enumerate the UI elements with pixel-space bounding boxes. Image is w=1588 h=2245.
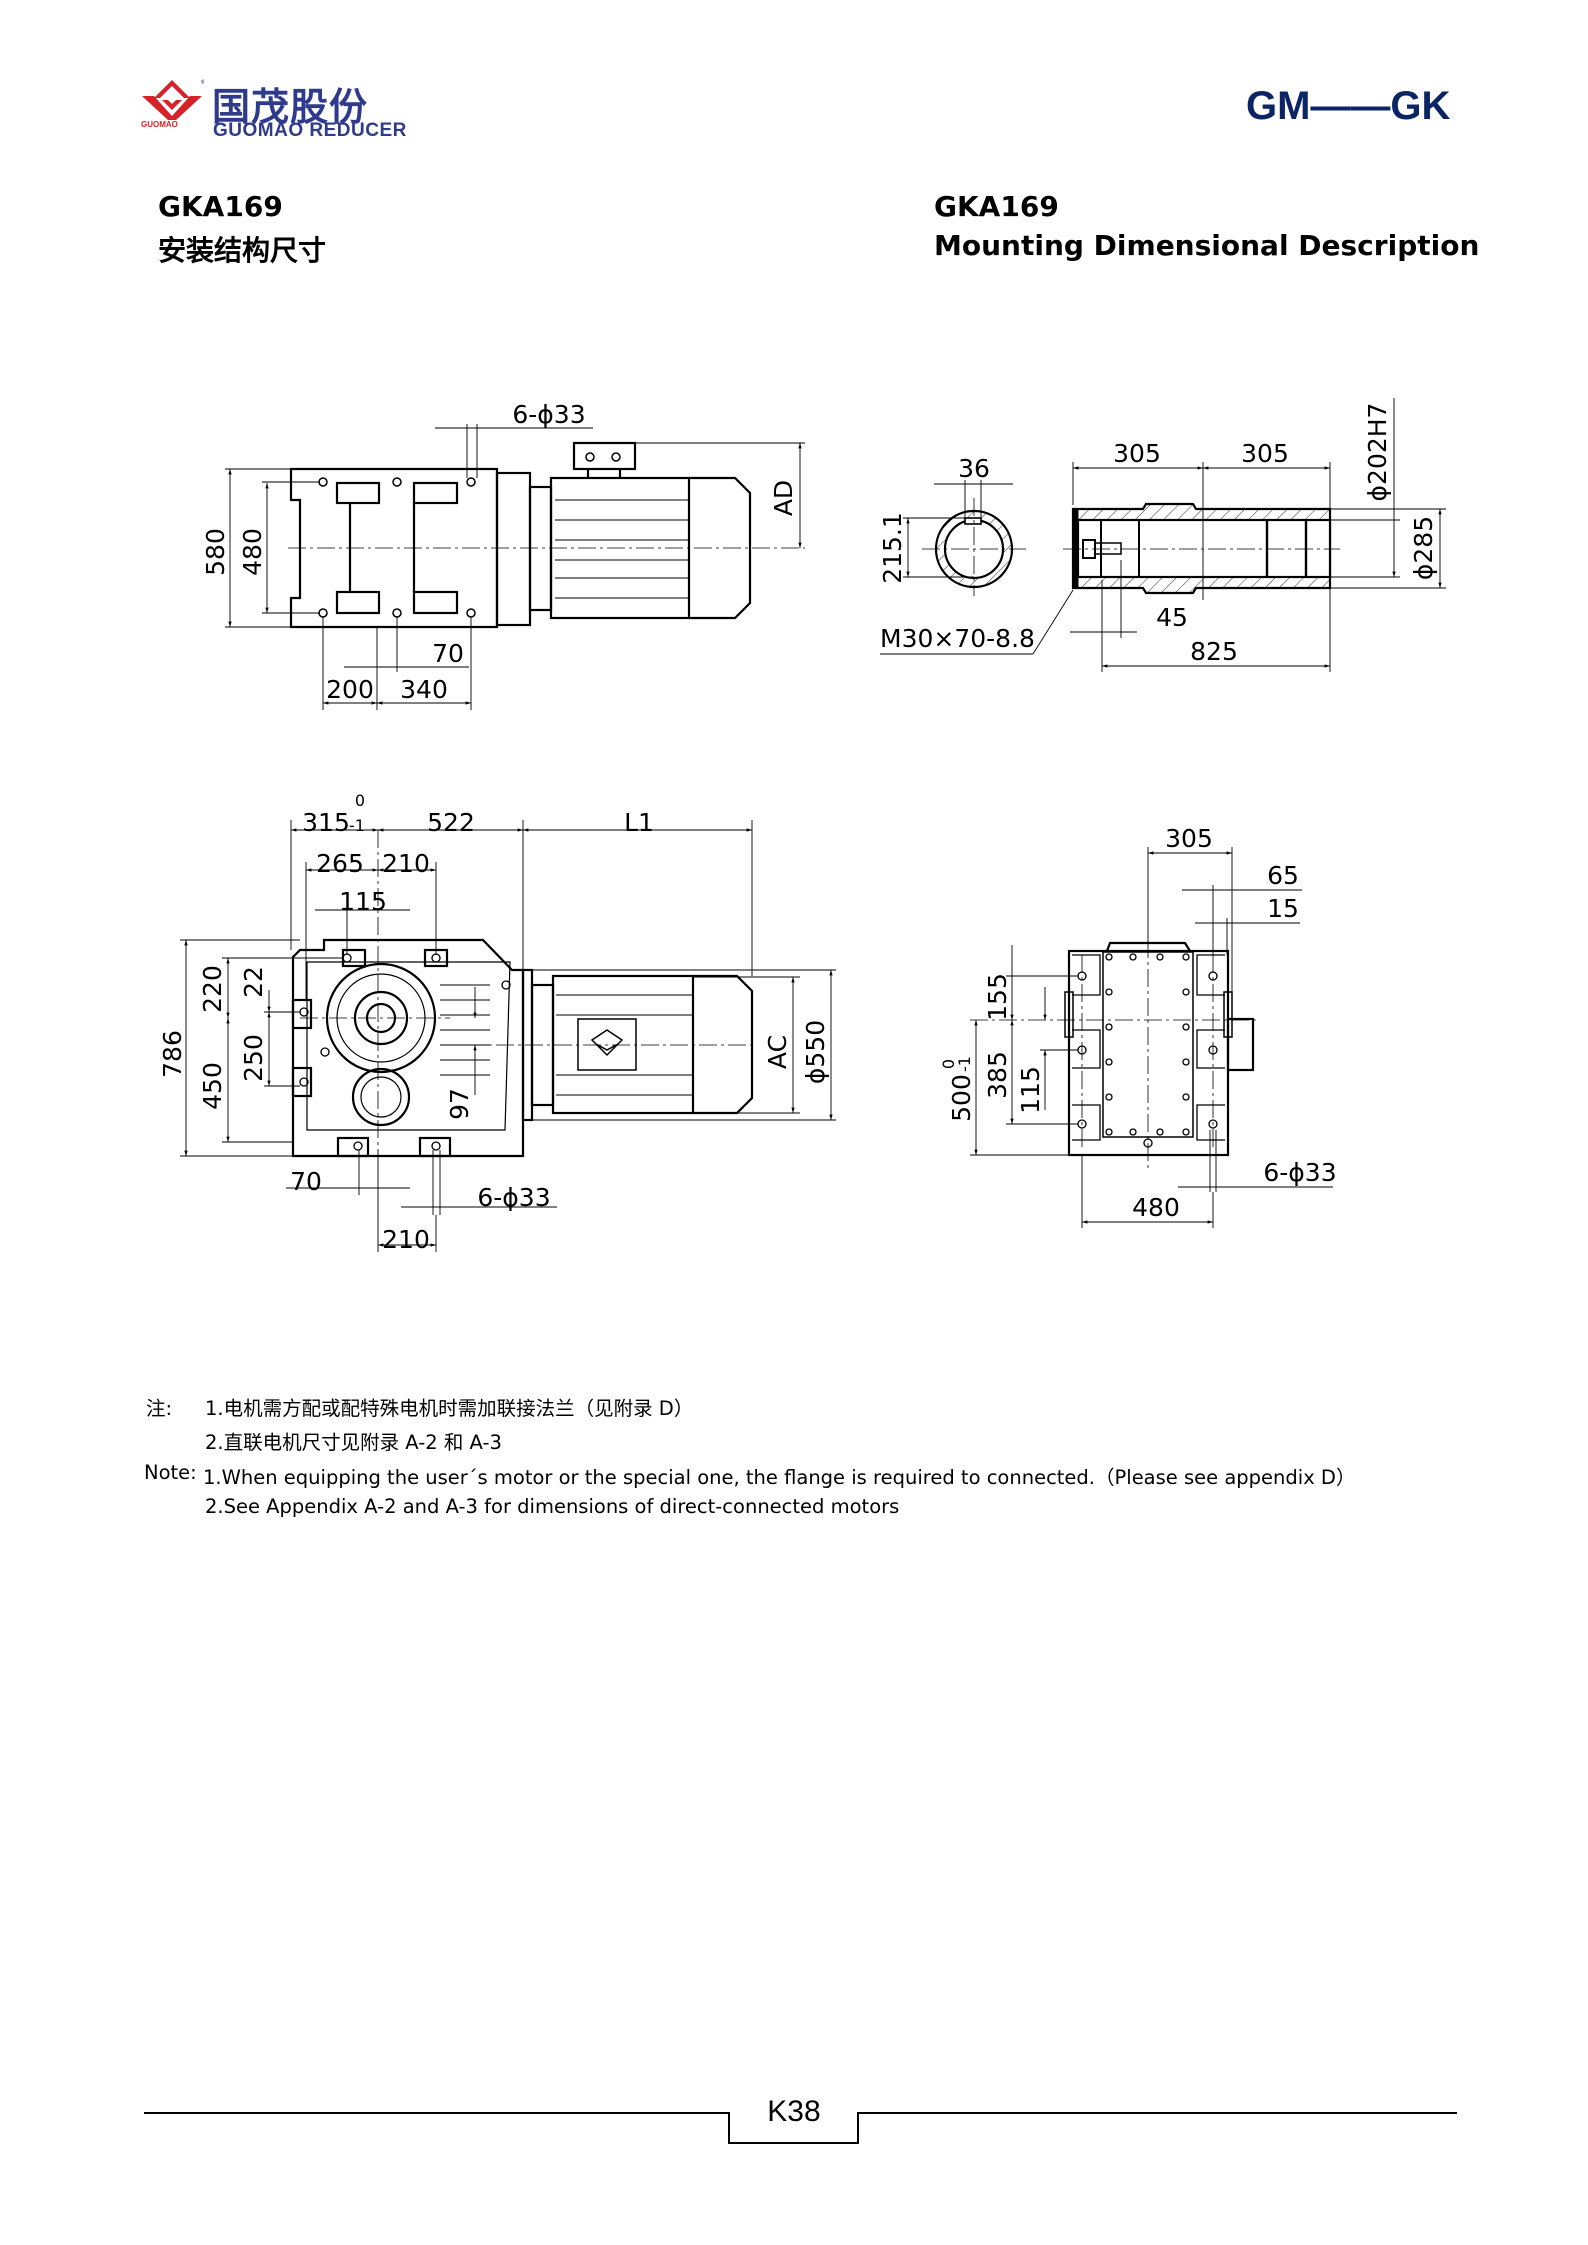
logo-english-name: GUOMAO REDUCER (213, 120, 407, 141)
dim-65: 65 (1267, 861, 1299, 890)
dim-97: 97 (445, 1088, 474, 1120)
dim-210-top: 210 (382, 849, 430, 878)
front-view-drawing (180, 820, 836, 1252)
right-subtitle: Mounting Dimensional Description (934, 229, 1480, 262)
dim-480: 480 (238, 528, 267, 576)
dim-580: 580 (201, 528, 230, 576)
guomao-emblem-icon: ® (142, 79, 204, 120)
dim-200: 200 (326, 675, 374, 704)
dim-305-a: 305 (1113, 439, 1161, 468)
right-model-title: GKA169 (934, 190, 1059, 223)
logo-chinese-name: 国茂股份 (212, 85, 369, 129)
motor-logo-icon (590, 1029, 624, 1057)
dim-315: 315 (302, 808, 350, 837)
dim-220: 220 (198, 965, 227, 1013)
dim-ad: AD (769, 480, 798, 516)
bolt-spec: M30×70-8.8 (880, 624, 1035, 653)
logo-small-text: GUOMAO (141, 120, 178, 129)
dim-155: 155 (983, 973, 1012, 1021)
dim-bore-202: ϕ202H7 (1363, 403, 1392, 502)
notes-en-2: 2.See Appendix A-2 and A-3 for dimension… (205, 1495, 900, 1518)
side-holes-label: 6-ϕ33 (1263, 1158, 1336, 1187)
notes-en-label: Note: (144, 1461, 197, 1484)
dim-250: 250 (239, 1034, 268, 1082)
notes-cn-1: 1.电机需方配或配特殊电机时需加联接法兰（见附录 D） (205, 1397, 694, 1420)
series-label: GM——GK (1246, 84, 1451, 128)
notes-cn-2: 2.直联电机尺寸见附录 A-2 和 A-3 (205, 1431, 502, 1454)
dim-305-b: 305 (1241, 439, 1289, 468)
top-view-drawing (225, 424, 805, 710)
dim-480-side: 480 (1132, 1193, 1180, 1222)
dimension-lines (225, 424, 805, 710)
dim-210-bottom: 210 (382, 1225, 430, 1254)
dimension-lines (180, 820, 836, 1252)
left-model-title: GKA169 (158, 190, 283, 223)
dim-500-upper-tol: 0 (939, 1059, 958, 1069)
dim-265: 265 (316, 849, 364, 878)
dim-45: 45 (1156, 603, 1188, 632)
dimension-lines (880, 398, 1446, 672)
front-holes-label: 6-ϕ33 (477, 1183, 550, 1212)
notes-cn-label: 注: (146, 1397, 173, 1420)
dim-315-upper-tol: 0 (355, 791, 365, 810)
dim-15: 15 (1267, 894, 1299, 923)
side-view-drawing (970, 847, 1333, 1228)
dim-215-1: 215.1 (878, 512, 907, 584)
dim-115-side: 115 (1016, 1066, 1045, 1114)
dim-key-36: 36 (958, 454, 990, 483)
svg-text:®: ® (200, 79, 204, 86)
dim-outer-285: ϕ285 (1409, 516, 1438, 580)
dim-550: ϕ550 (801, 1020, 830, 1084)
dim-115: 115 (339, 887, 387, 916)
dim-305-side: 305 (1165, 824, 1213, 853)
dim-ac: AC (763, 1035, 792, 1069)
dim-22: 22 (239, 966, 268, 998)
dim-825: 825 (1190, 637, 1238, 666)
footer-rule (144, 2112, 1457, 2144)
dim-l1: L1 (624, 808, 654, 837)
dim-786: 786 (158, 1030, 187, 1078)
notes-en-1: 1.When equipping the user´s motor or the… (203, 1466, 1356, 1489)
dim-522: 522 (427, 808, 475, 837)
hollow-shaft-drawing (880, 398, 1446, 672)
dim-385: 385 (983, 1051, 1012, 1099)
dim-315-lower-tol: -1 (349, 816, 365, 835)
dim-450: 450 (198, 1062, 227, 1110)
top-holes-label: 6-ϕ33 (512, 400, 585, 429)
dim-70-bottom: 70 (290, 1167, 322, 1196)
dim-70: 70 (432, 639, 464, 668)
dim-500: 500 (947, 1074, 976, 1122)
page-number: K38 (767, 2095, 821, 2128)
dim-500-lower-tol: -1 (955, 1056, 974, 1072)
dim-340: 340 (400, 675, 448, 704)
left-subtitle: 安装结构尺寸 (158, 234, 327, 267)
motor-fins (555, 499, 689, 599)
dimension-lines (970, 847, 1333, 1228)
gearbox-body-outline (289, 441, 752, 629)
